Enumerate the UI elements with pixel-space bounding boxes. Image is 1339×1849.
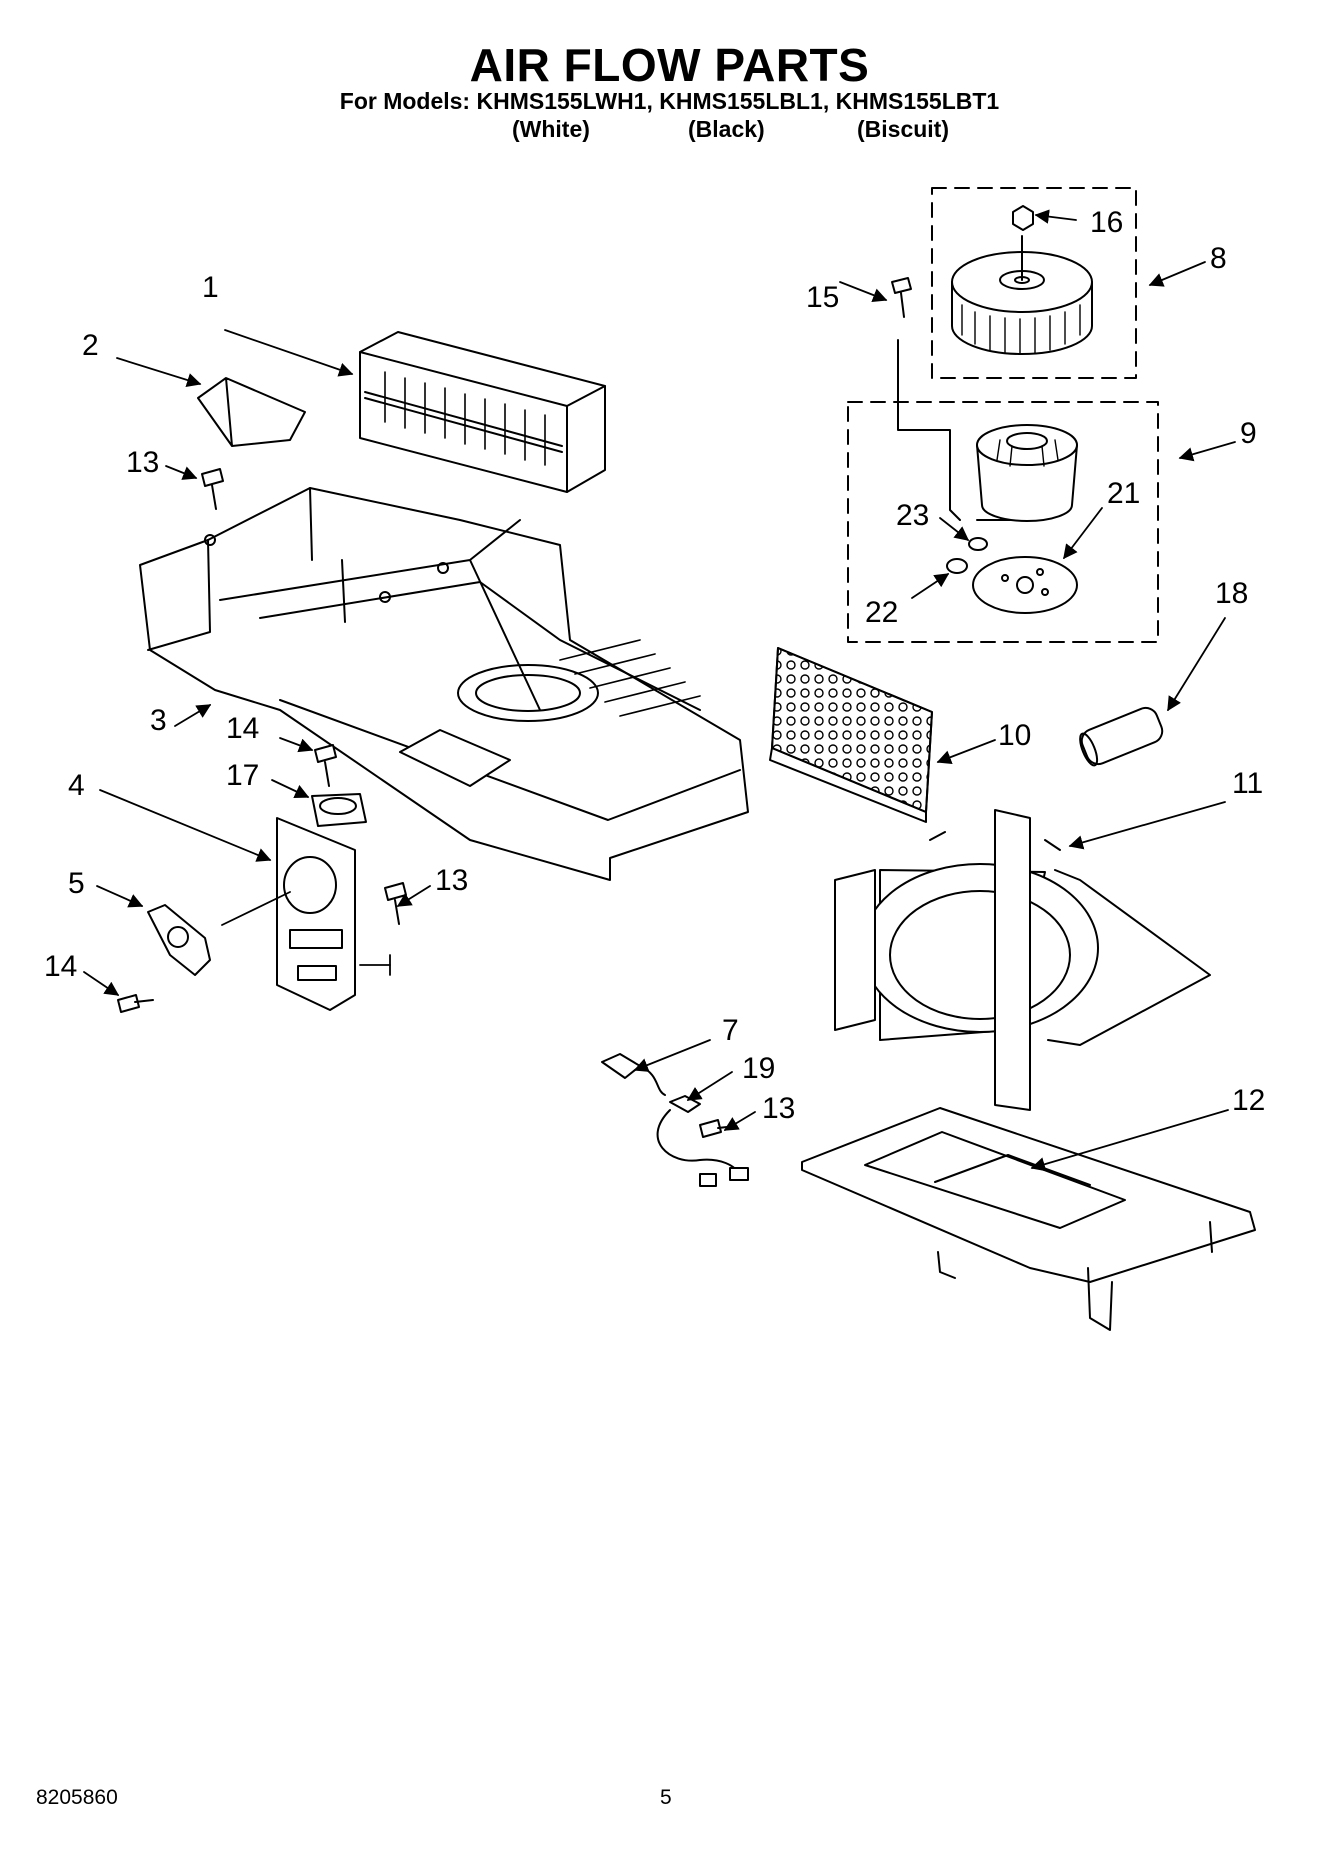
part-17-thermal-cutoff	[311, 793, 367, 827]
callout-23: 23	[896, 499, 929, 532]
page-title: AIR FLOW PARTS	[469, 39, 870, 91]
callout-8: 8	[1210, 242, 1227, 275]
callout-7: 7	[722, 1014, 739, 1047]
callout-2: 2	[82, 329, 99, 362]
part-22-washer	[946, 558, 968, 574]
part-10-filter	[769, 647, 933, 823]
callout-5: 5	[68, 867, 85, 900]
callout-9: 9	[1240, 417, 1257, 450]
callout-14-b: 14	[44, 950, 77, 983]
part-4-mount-plate	[276, 817, 356, 1011]
callout-17: 17	[226, 759, 259, 792]
callout-4: 4	[68, 769, 85, 802]
callout-19: 19	[742, 1052, 775, 1085]
motor-assembly-box	[847, 401, 1159, 643]
callout-21: 21	[1107, 477, 1140, 510]
callout-13-b: 13	[435, 864, 468, 897]
part-18-capacitor	[1079, 706, 1164, 767]
blower-wheel-assembly-box	[931, 187, 1137, 379]
callout-13-a: 13	[126, 446, 159, 479]
part-16-nut	[1012, 205, 1034, 231]
callout-22: 22	[865, 596, 898, 629]
callout-18: 18	[1215, 577, 1248, 610]
callout-3-label: 3	[150, 704, 167, 737]
part-9-motor	[897, 339, 1078, 522]
callout-1: 1	[202, 271, 219, 304]
callout-11: 11	[1232, 767, 1263, 800]
part-7-19-wiring	[601, 1053, 749, 1187]
part-2-damper	[197, 377, 306, 447]
part-3-air-duct	[139, 487, 749, 881]
part-1-vent-grille	[359, 331, 606, 493]
footer-part-number: 8205860	[36, 1786, 118, 1809]
footer-page-number: 5	[660, 1786, 672, 1809]
callout-16: 16	[1090, 206, 1123, 239]
part-12-base-plate	[801, 1107, 1256, 1331]
callout-15: 15	[806, 281, 839, 314]
callout-arrows	[83, 209, 1236, 1172]
callout-12: 12	[1232, 1084, 1265, 1117]
callout-14-a: 14	[226, 712, 259, 745]
callout-10: 10	[998, 719, 1031, 752]
variant-white: (White)	[512, 116, 590, 142]
part-5-thermostat-bracket	[147, 904, 211, 976]
callout-13-c: 13	[762, 1092, 795, 1125]
part-21-motor-plate	[972, 556, 1078, 614]
part-23-grommet	[968, 537, 988, 551]
part-11-fan-shroud	[834, 809, 1211, 1111]
part-8-blower-wheel	[951, 235, 1093, 355]
models-line: For Models: KHMS155LWH1, KHMS155LBL1, KH…	[339, 88, 1000, 114]
callout-labels: 1 2 13 3 4 5 7 8 9 10 11 12 13 13 13 14 …	[44, 206, 1265, 1125]
variant-biscuit: (Biscuit)	[857, 116, 949, 142]
variant-black: (Black)	[688, 116, 765, 142]
